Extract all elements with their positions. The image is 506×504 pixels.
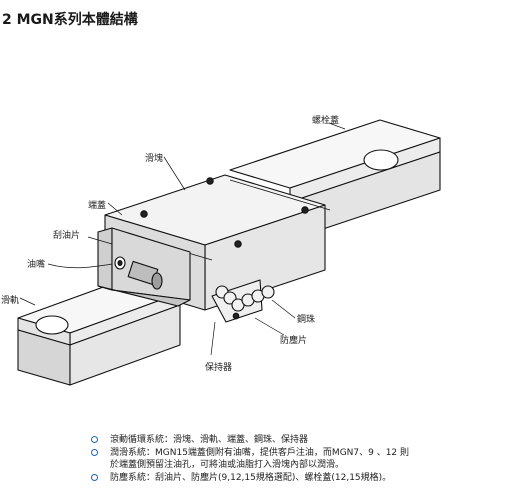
callout-rail: 滑軌 xyxy=(1,296,20,306)
bolt-cap-rear xyxy=(363,149,399,171)
note-lubrication-system: 潤滑系統：MGN15端蓋側附有油嘴，提供客戶注油，而MGN7、9 、12 則 於… xyxy=(90,447,500,471)
note-text: 防塵系統：刮油片、防塵片(9,12,15規格選配)、螺栓蓋(12,15規格)。 xyxy=(110,473,392,483)
callout-block: 滑塊 xyxy=(145,154,164,164)
block-hole xyxy=(301,206,309,214)
bolt-cap-front xyxy=(35,315,69,335)
note-text: 潤滑系統：MGN15端蓋側附有油嘴，提供客戶注油，而MGN7、9 、12 則 於… xyxy=(110,448,410,470)
circle-bullet-icon xyxy=(91,449,98,456)
callout-steel-ball: 鋼珠 xyxy=(297,315,316,325)
block-hole xyxy=(206,177,214,185)
retainer-and-balls xyxy=(211,279,275,323)
grease-nipple xyxy=(114,256,163,290)
block-hole xyxy=(234,240,242,248)
callout-scraper: 刮油片 xyxy=(53,231,81,241)
circle-bullet-icon xyxy=(91,436,98,443)
note-text: 滾動循環系統：滑塊、滑軌、端蓋、鋼珠、保持器 xyxy=(110,435,309,445)
callout-bolt-cap: 螺栓蓋 xyxy=(312,116,340,126)
circle-bullet-icon xyxy=(91,474,98,481)
callout-retainer: 保持器 xyxy=(205,363,233,373)
note-rolling-system: 滾動循環系統：滑塊、滑軌、端蓋、鋼珠、保持器 xyxy=(90,434,500,446)
end-cap xyxy=(97,227,191,307)
block-hole xyxy=(140,210,148,218)
callout-dust-seal: 防塵片 xyxy=(280,336,308,346)
feature-notes: 滾動循環系統：滑塊、滑軌、端蓋、鋼珠、保持器 潤滑系統：MGN15端蓋側附有油嘴… xyxy=(90,434,500,485)
page-title: 2 MGN系列本體結構 xyxy=(2,12,138,28)
callout-end-cap: 端蓋 xyxy=(88,201,107,211)
callout-grease-nipple: 油嘴 xyxy=(27,260,46,270)
note-dust-protection: 防塵系統：刮油片、防塵片(9,12,15規格選配)、螺栓蓋(12,15規格)。 xyxy=(90,472,500,484)
